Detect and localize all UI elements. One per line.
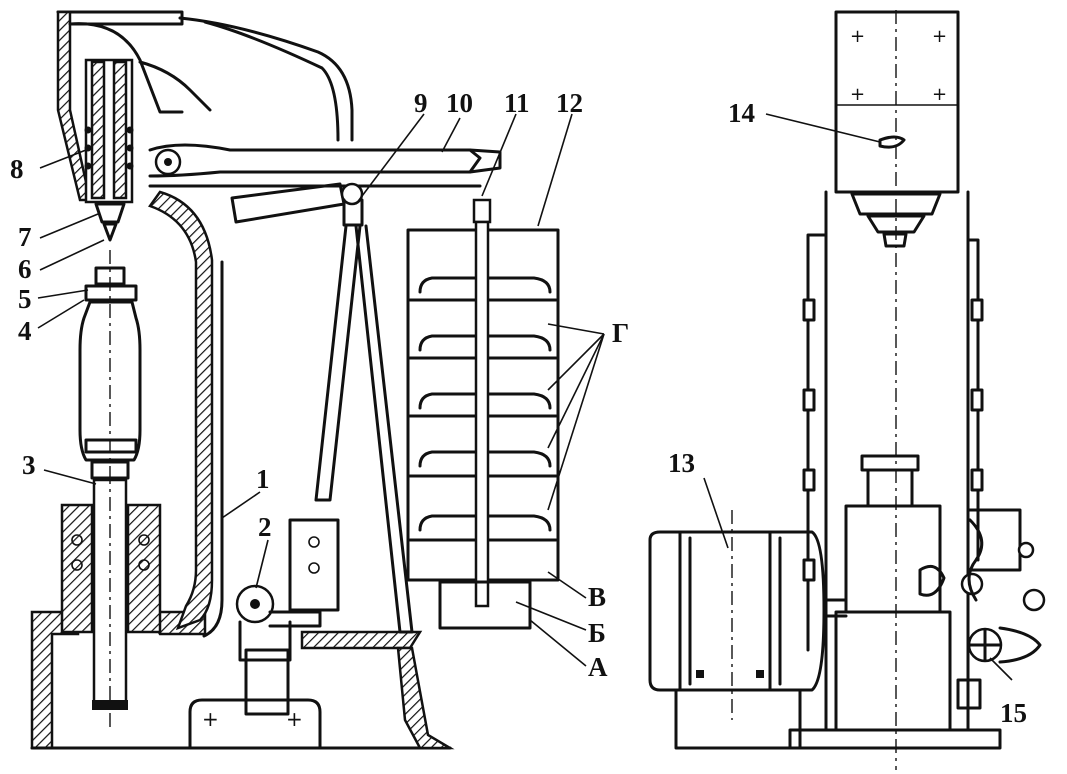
front-view: + + [30, 10, 605, 750]
label-7: 7 [18, 222, 32, 252]
part-labels: 1 2 3 4 5 6 7 8 9 10 11 12 13 14 15 А Б … [10, 88, 1027, 728]
handwheel [918, 508, 1046, 710]
lever-arm [148, 16, 502, 224]
label-G: Г [612, 318, 629, 348]
svg-text:+: + [202, 707, 219, 731]
svg-text:+: + [932, 84, 947, 105]
leader-lines-side [703, 113, 1013, 681]
frame-column [148, 190, 224, 638]
label-V: В [588, 582, 606, 612]
electric-motor [648, 510, 848, 750]
label-9: 9 [414, 88, 428, 118]
side-view: + + + + [648, 10, 1046, 770]
lower-spindle [60, 470, 162, 730]
svg-text:+: + [286, 707, 303, 731]
label-3: 3 [22, 450, 36, 480]
machine-base: + + [30, 610, 455, 750]
label-2: 2 [258, 512, 272, 542]
label-8: 8 [10, 154, 24, 184]
svg-text:+: + [850, 26, 865, 47]
upper-head [56, 10, 212, 242]
label-1: 1 [256, 464, 270, 494]
label-12: 12 [556, 88, 583, 118]
label-5: 5 [18, 284, 32, 314]
label-6: 6 [18, 254, 32, 284]
label-B: Б [588, 618, 606, 648]
svg-text:+: + [850, 84, 865, 105]
label-14: 14 [728, 98, 755, 128]
link-rods [288, 182, 414, 634]
svg-text:+: + [932, 26, 947, 47]
workpiece [78, 250, 142, 480]
label-4: 4 [18, 316, 32, 346]
magazine [406, 198, 560, 630]
label-11: 11 [504, 88, 530, 118]
drive-cam [235, 584, 322, 716]
label-15: 15 [1000, 698, 1027, 728]
label-A: А [588, 652, 608, 682]
label-10: 10 [446, 88, 473, 118]
label-13: 13 [668, 448, 695, 478]
leader-lines-front [37, 113, 605, 667]
